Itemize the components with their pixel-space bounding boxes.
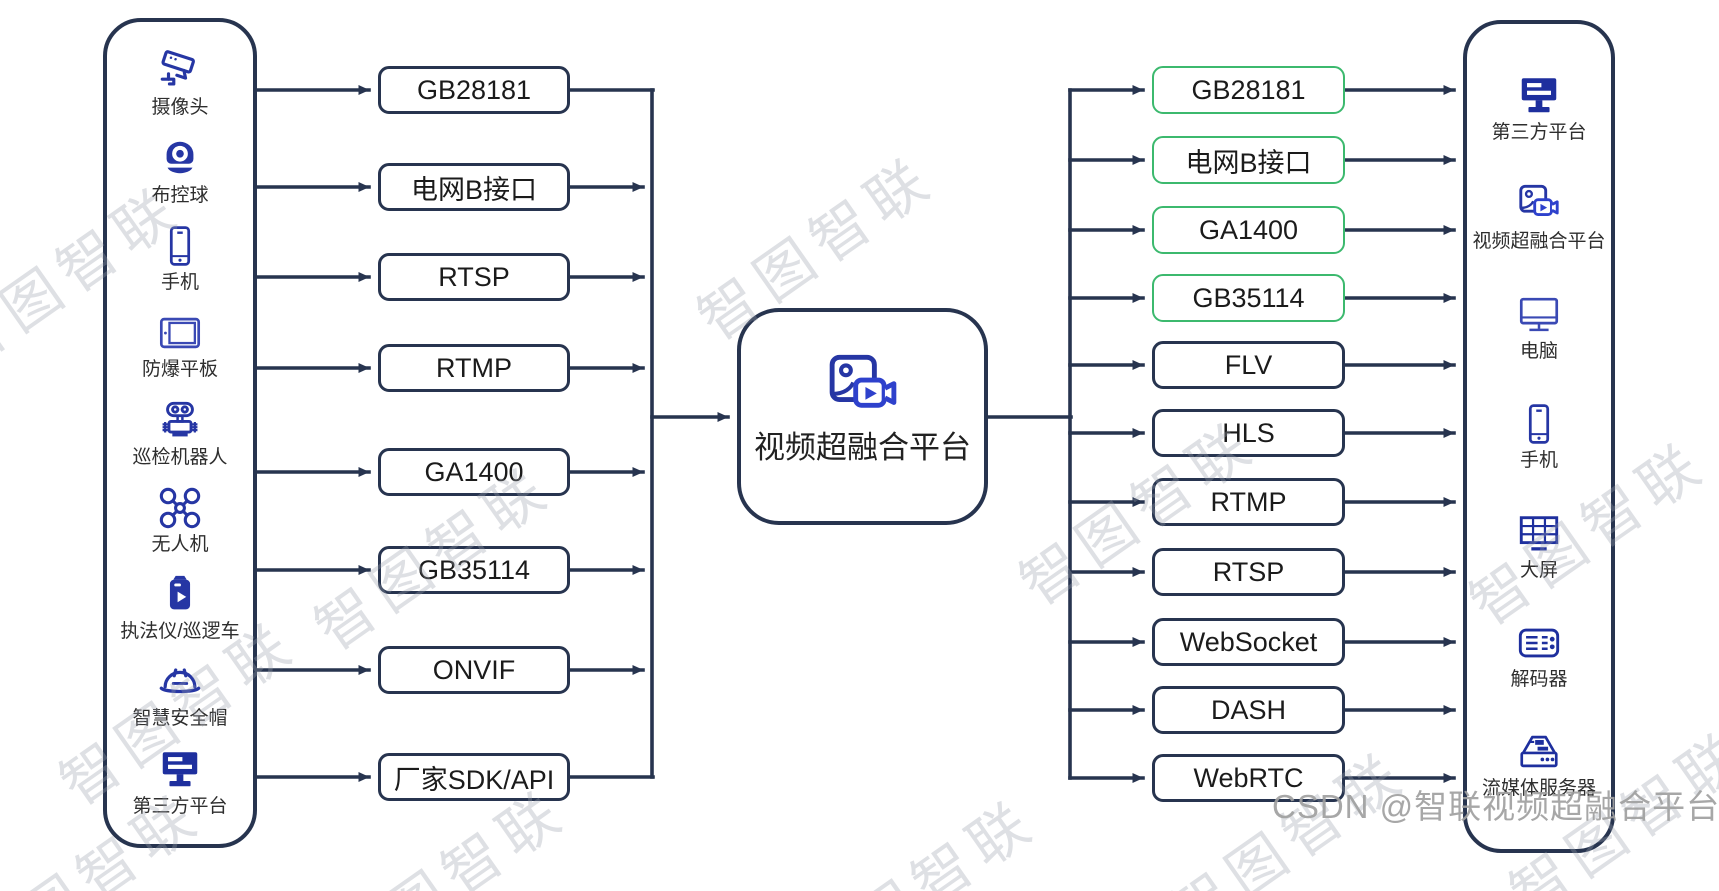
protocol-label: WebSocket: [1179, 626, 1318, 657]
device-item: 巡检机器人: [132, 398, 228, 469]
device-item: 执法仪/巡逻车: [120, 572, 240, 643]
center-platform-label: 视频超融合平台: [754, 430, 971, 465]
ingest-protocol-box: 电网B接口: [378, 163, 570, 211]
device-item: 电脑: [1516, 292, 1562, 363]
output-protocol-box: WebSocket: [1152, 618, 1345, 666]
device-label: 智慧安全帽: [132, 708, 228, 730]
protocol-label: RTMP: [435, 352, 512, 383]
device-item: 大屏: [1516, 511, 1562, 582]
media-server-icon: [1516, 729, 1562, 775]
output-protocol-box: DASH: [1152, 686, 1345, 734]
protocol-label: DASH: [1210, 694, 1286, 725]
device-label: 防爆平板: [141, 359, 218, 381]
device-label: 电脑: [1519, 340, 1558, 362]
device-label: 摄像头: [151, 97, 209, 119]
video-wall-icon: [1516, 511, 1562, 557]
protocol-label: GA1400: [424, 456, 524, 487]
protocol-label: GB35114: [417, 554, 531, 585]
output-protocol-box: 电网B接口: [1152, 136, 1345, 184]
source-devices-panel: 摄像头布控球手机防爆平板巡检机器人无人机执法仪/巡逻车智慧安全帽第三方平台: [103, 18, 257, 848]
third-party-platform-icon: [1516, 73, 1562, 119]
device-label: 无人机: [151, 533, 209, 555]
device-label: 执法仪/巡逻车: [120, 621, 240, 643]
device-label: 巡检机器人: [132, 446, 228, 468]
output-protocol-box: GB35114: [1152, 274, 1345, 322]
output-protocol-box: WebRTC: [1152, 754, 1345, 802]
protocol-label: 电网B接口: [410, 174, 537, 205]
device-item: 手机: [1517, 401, 1561, 472]
ingest-protocol-box: GB28181: [378, 66, 570, 114]
computer-icon: [1516, 292, 1562, 338]
tablet-icon: [157, 310, 203, 356]
protocol-label: HLS: [1222, 417, 1275, 448]
output-devices-panel: 第三方平台视频超融合平台电脑手机大屏解码器流媒体服务器: [1463, 20, 1615, 853]
protocol-label: GB28181: [1191, 74, 1306, 105]
protocol-label: GB35114: [1192, 282, 1305, 313]
fusion-platform-icon: [824, 354, 902, 412]
output-protocol-box: RTMP: [1152, 478, 1345, 526]
decoder-icon: [1516, 620, 1562, 666]
safety-helmet-icon: [157, 659, 203, 705]
device-item: 第三方平台: [1491, 73, 1587, 144]
device-label: 视频超融合平台: [1472, 231, 1606, 253]
device-item: 解码器: [1510, 620, 1568, 691]
device-label: 第三方平台: [1491, 121, 1587, 143]
device-label: 流媒体服务器: [1481, 778, 1596, 800]
protocol-label: RTMP: [1210, 486, 1287, 517]
ingest-protocol-box: GA1400: [378, 448, 570, 496]
device-item: 布控球: [151, 136, 209, 207]
output-protocol-box: GA1400: [1152, 206, 1345, 254]
device-label: 第三方平台: [132, 795, 228, 817]
protocol-label: 厂家SDK/API: [393, 764, 555, 795]
device-label: 大屏: [1519, 559, 1558, 581]
protocol-label: GA1400: [1198, 214, 1299, 245]
device-item: 手机: [158, 223, 202, 294]
ingest-protocol-box: RTMP: [378, 344, 570, 392]
inspection-robot-icon: [157, 398, 203, 444]
protocol-label: 电网B接口: [1185, 147, 1312, 178]
ingest-protocol-box: 厂家SDK/API: [378, 753, 570, 801]
output-protocol-box: RTSP: [1152, 548, 1345, 596]
device-label: 解码器: [1510, 668, 1568, 690]
device-item: 第三方平台: [132, 747, 228, 818]
protocol-label: RTSP: [438, 261, 510, 292]
output-protocol-box: GB28181: [1152, 66, 1345, 114]
drone-icon: [157, 485, 203, 531]
output-protocol-box: FLV: [1152, 341, 1345, 389]
bodycam-icon: [157, 572, 203, 618]
protocol-label: ONVIF: [432, 654, 516, 685]
output-protocol-box: HLS: [1152, 409, 1345, 457]
ingest-protocol-box: ONVIF: [378, 646, 570, 694]
device-label: 手机: [160, 272, 199, 293]
device-item: 流媒体服务器: [1482, 729, 1596, 800]
fusion-platform-icon: [1516, 182, 1562, 228]
device-item: 无人机: [151, 485, 209, 556]
third-party-platform-icon: [157, 747, 203, 793]
center-platform-node: 视频超融合平台: [737, 308, 988, 525]
ingest-protocol-box: GB35114: [378, 546, 570, 594]
device-item: 视频超融合平台: [1472, 182, 1606, 253]
device-label: 布控球: [151, 184, 209, 206]
protocol-label: GB28181: [416, 74, 532, 105]
phone-icon: [158, 223, 202, 269]
ptz-dome-icon: [157, 136, 203, 182]
cctv-camera-icon: [157, 48, 203, 94]
device-label: 手机: [1519, 450, 1558, 472]
device-item: 摄像头: [151, 48, 209, 119]
device-item: 智慧安全帽: [132, 659, 228, 730]
protocol-label: FLV: [1224, 349, 1273, 380]
protocol-label: WebRTC: [1193, 762, 1304, 793]
phone-icon: [1517, 401, 1561, 447]
protocol-label: RTSP: [1212, 556, 1285, 587]
device-item: 防爆平板: [142, 310, 218, 381]
ingest-protocol-box: RTSP: [378, 253, 570, 301]
